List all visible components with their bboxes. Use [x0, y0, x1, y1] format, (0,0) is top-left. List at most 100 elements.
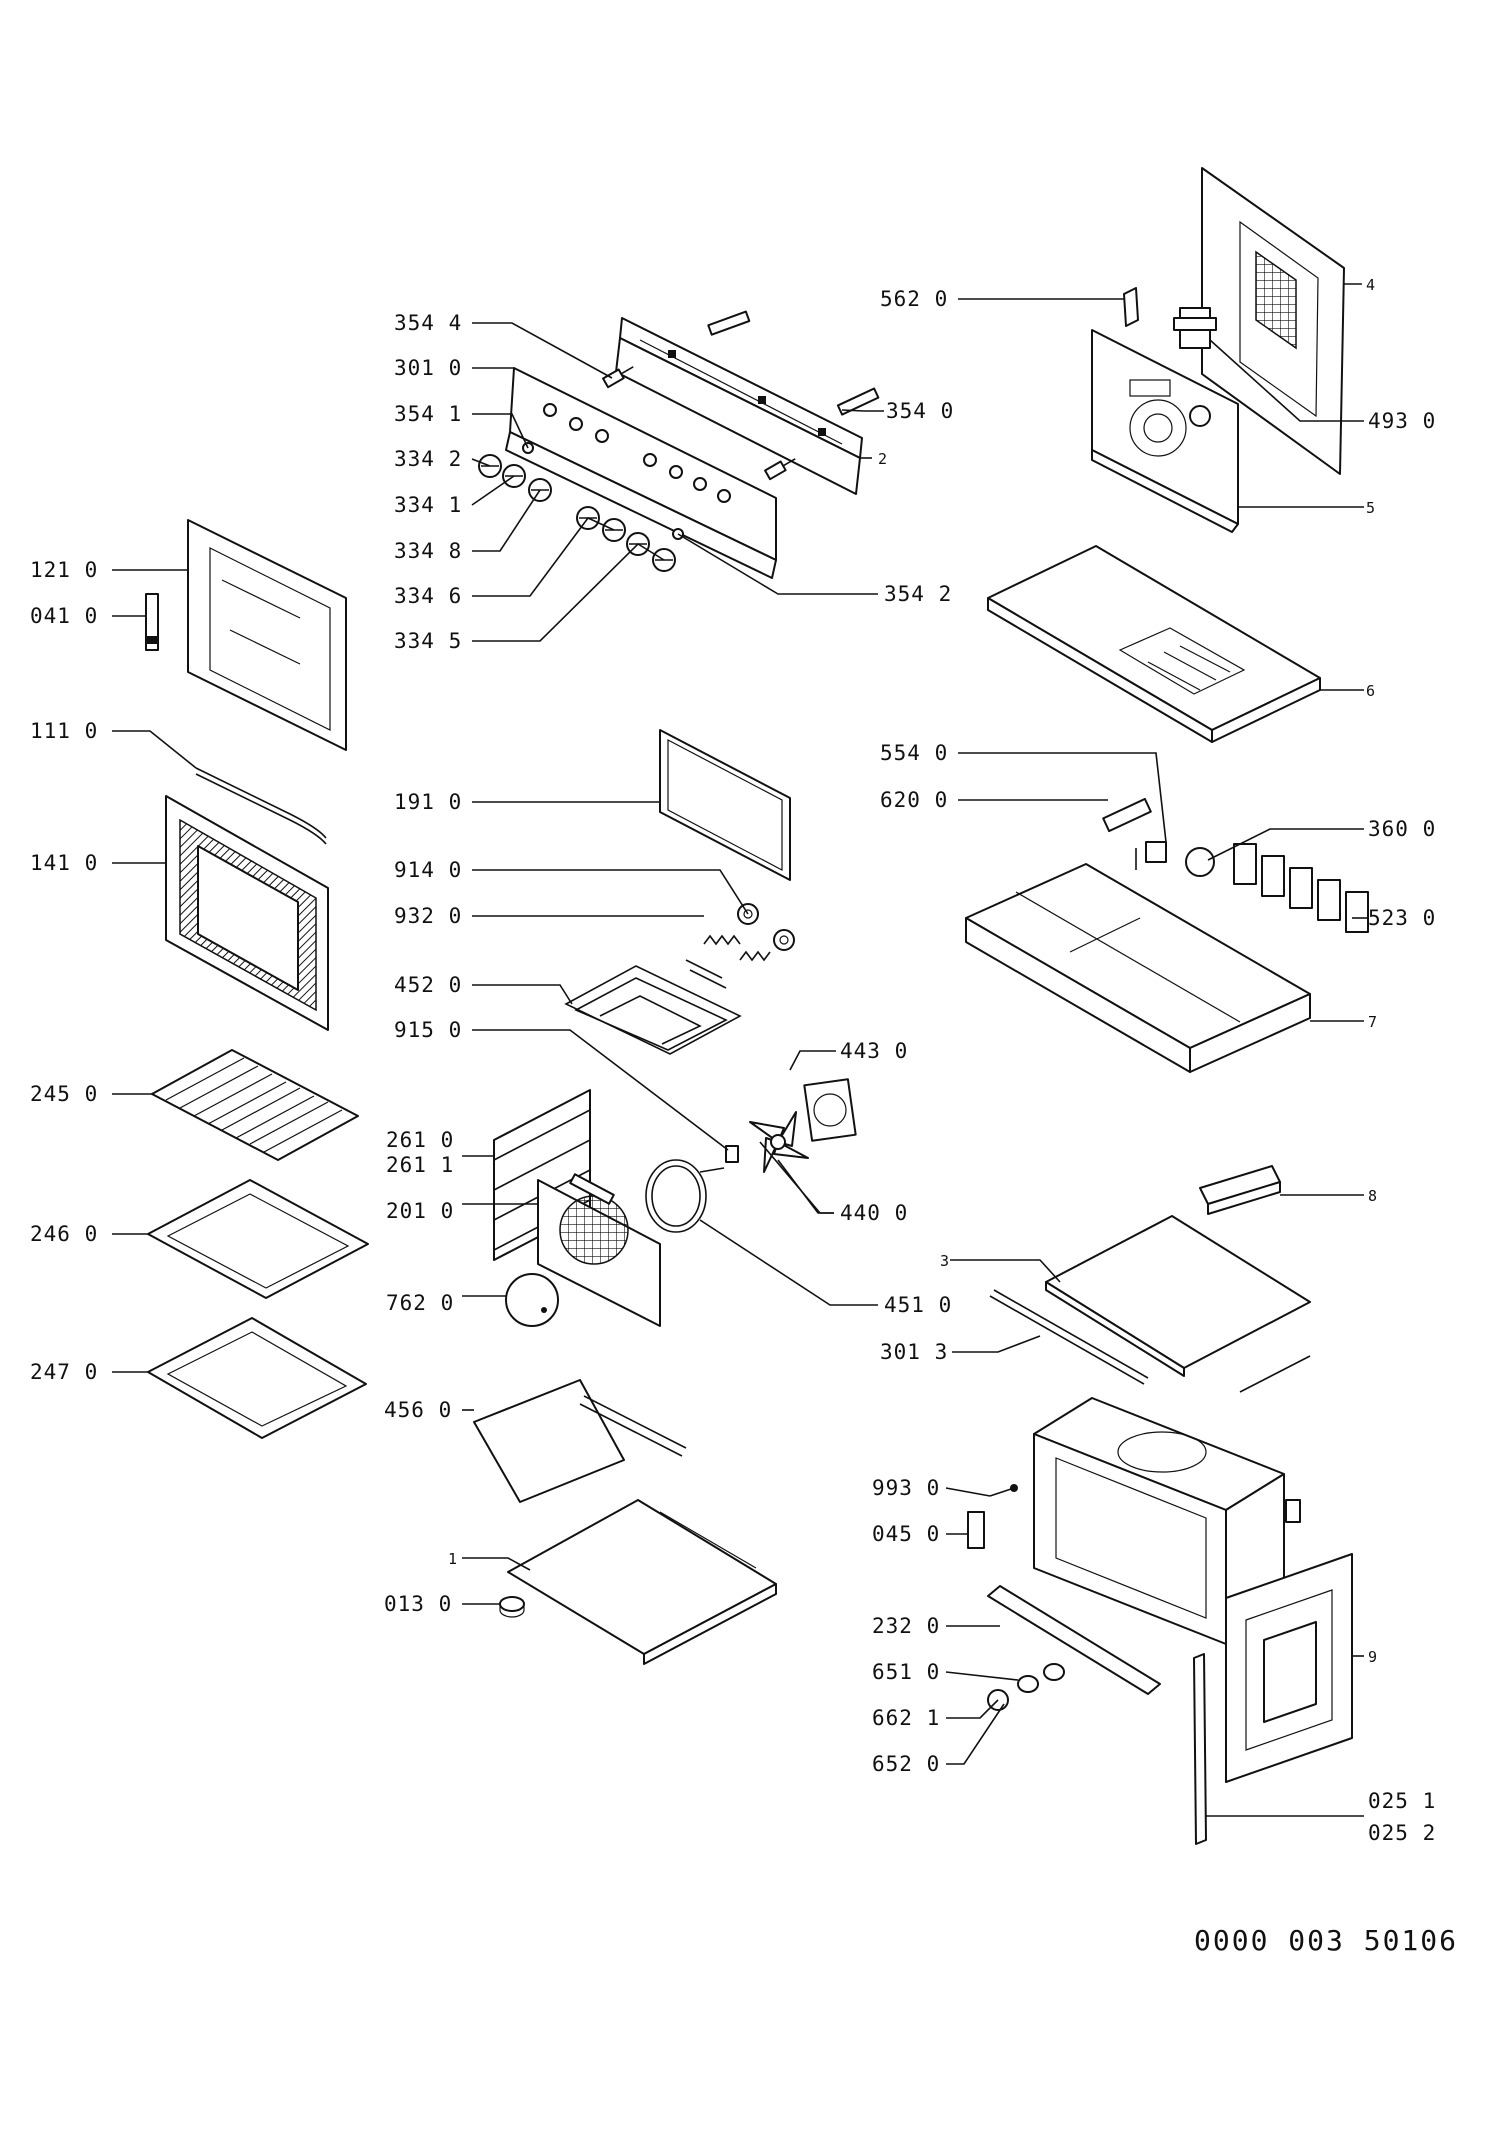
front-trim	[1199, 1165, 1281, 1215]
label-025-1: 025 1	[1368, 1789, 1436, 1813]
oven-rack	[151, 1049, 359, 1161]
label-013-0: 013 0	[384, 1592, 452, 1616]
label-201-0: 201 0	[386, 1199, 454, 1223]
label-334-5: 334 5	[394, 629, 462, 653]
label-9: 9	[1368, 1648, 1378, 1666]
label-5: 5	[1366, 499, 1376, 517]
back-wall	[1091, 329, 1239, 533]
label-360-0: 360 0	[1368, 817, 1436, 841]
label-554-0: 554 0	[880, 741, 948, 765]
label-493-0: 493 0	[1368, 409, 1436, 433]
label-334-6: 334 6	[394, 584, 462, 608]
label-3: 3	[940, 1252, 950, 1270]
label-456-0: 456 0	[384, 1398, 452, 1422]
baking-tray-shallow	[147, 1179, 369, 1299]
bracket-part	[1123, 287, 1139, 327]
label-993-0: 993 0	[872, 1476, 940, 1500]
screw-parts	[522, 310, 880, 540]
label-652-0: 652 0	[872, 1752, 940, 1776]
side-door	[1225, 1553, 1353, 1783]
terminal-block	[1102, 797, 1152, 833]
label-025-2: 025 2	[1368, 1821, 1436, 1845]
thermostat-part	[1135, 841, 1167, 870]
label-440-0: 440 0	[840, 1201, 908, 1225]
switch-part	[1173, 307, 1217, 349]
label-4: 4	[1366, 276, 1376, 294]
label-247-0: 247 0	[30, 1360, 98, 1384]
label-932-0: 932 0	[394, 904, 462, 928]
label-443-0: 443 0	[840, 1039, 908, 1063]
label-354-0: 354 0	[886, 399, 954, 423]
label-301-0: 301 0	[394, 356, 462, 380]
label-232-0: 232 0	[872, 1614, 940, 1638]
indicator-lamps	[987, 1663, 1065, 1711]
label-762-0: 762 0	[386, 1291, 454, 1315]
control-panel-front	[505, 367, 777, 579]
label-354-4: 354 4	[394, 311, 462, 335]
springs	[703, 934, 771, 962]
label-191-0: 191 0	[394, 790, 462, 814]
label-246-0: 246 0	[30, 1222, 98, 1246]
label-451-0: 451 0	[884, 1293, 952, 1317]
door-hinge	[145, 593, 159, 651]
grill-heating-element	[564, 959, 742, 1055]
door-seal	[195, 767, 327, 845]
label-354-1: 354 1	[394, 402, 462, 426]
trim-strip	[989, 1289, 1311, 1393]
label-620-0: 620 0	[880, 788, 948, 812]
label-8: 8	[1368, 1187, 1378, 1205]
label-452-0: 452 0	[394, 973, 462, 997]
circular-heating-element	[645, 1159, 725, 1233]
label-334-8: 334 8	[394, 539, 462, 563]
top-cover	[987, 545, 1321, 743]
baking-tray-deep	[147, 1317, 367, 1439]
glass-panel	[659, 729, 791, 881]
control-panel-rear-bracket	[615, 317, 863, 495]
label-045-0: 045 0	[872, 1522, 940, 1546]
label-7: 7	[1368, 1013, 1378, 1031]
label-141-0: 141 0	[30, 851, 98, 875]
label-301-3: 301 3	[880, 1340, 948, 1364]
label-914-0: 914 0	[394, 858, 462, 882]
label-651-0: 651 0	[872, 1660, 940, 1684]
timer-dial	[1185, 847, 1215, 877]
door-hinge-rail	[1193, 1653, 1207, 1845]
bottom-plate	[507, 1499, 777, 1665]
bottom-heating-element	[473, 1379, 687, 1503]
label-261-0: 261 0	[386, 1128, 454, 1152]
fan-cover	[537, 1173, 661, 1327]
label-121-0: 121 0	[30, 558, 98, 582]
label-662-1: 662 1	[872, 1706, 940, 1730]
label-261-1: 261 1	[386, 1153, 454, 1177]
knob-holes	[543, 403, 731, 503]
control-frame	[965, 863, 1311, 1073]
label-334-2: 334 2	[394, 447, 462, 471]
leader-lines	[112, 283, 1368, 1817]
label-523-0: 523 0	[1368, 906, 1436, 930]
fan-disc	[505, 1273, 559, 1327]
bottom-trim	[987, 1585, 1161, 1695]
label-354-2: 354 2	[884, 582, 952, 606]
label-1: 1	[448, 1550, 458, 1568]
label-562-0: 562 0	[880, 287, 948, 311]
label-245-0: 245 0	[30, 1082, 98, 1106]
rear-panel	[1201, 167, 1345, 475]
oven-door	[187, 519, 347, 751]
label-915-0: 915 0	[394, 1018, 462, 1042]
document-number: 0000 003 50106	[1194, 1924, 1458, 1957]
selector-switches	[1233, 843, 1369, 933]
label-2: 2	[878, 450, 888, 468]
top-plate	[1045, 1215, 1311, 1377]
label-334-1: 334 1	[394, 493, 462, 517]
latch	[967, 1511, 985, 1549]
label-111-0: 111 0	[30, 719, 98, 743]
part-labels: 354 4 301 0 354 1 334 2 334 1 334 8 334 …	[30, 276, 1436, 1845]
foot	[499, 1596, 525, 1618]
label-041-0: 041 0	[30, 604, 98, 628]
label-6: 6	[1366, 682, 1376, 700]
convection-fan	[725, 1078, 857, 1173]
screw	[989, 1484, 1018, 1497]
door-inner-glass	[165, 795, 329, 1031]
